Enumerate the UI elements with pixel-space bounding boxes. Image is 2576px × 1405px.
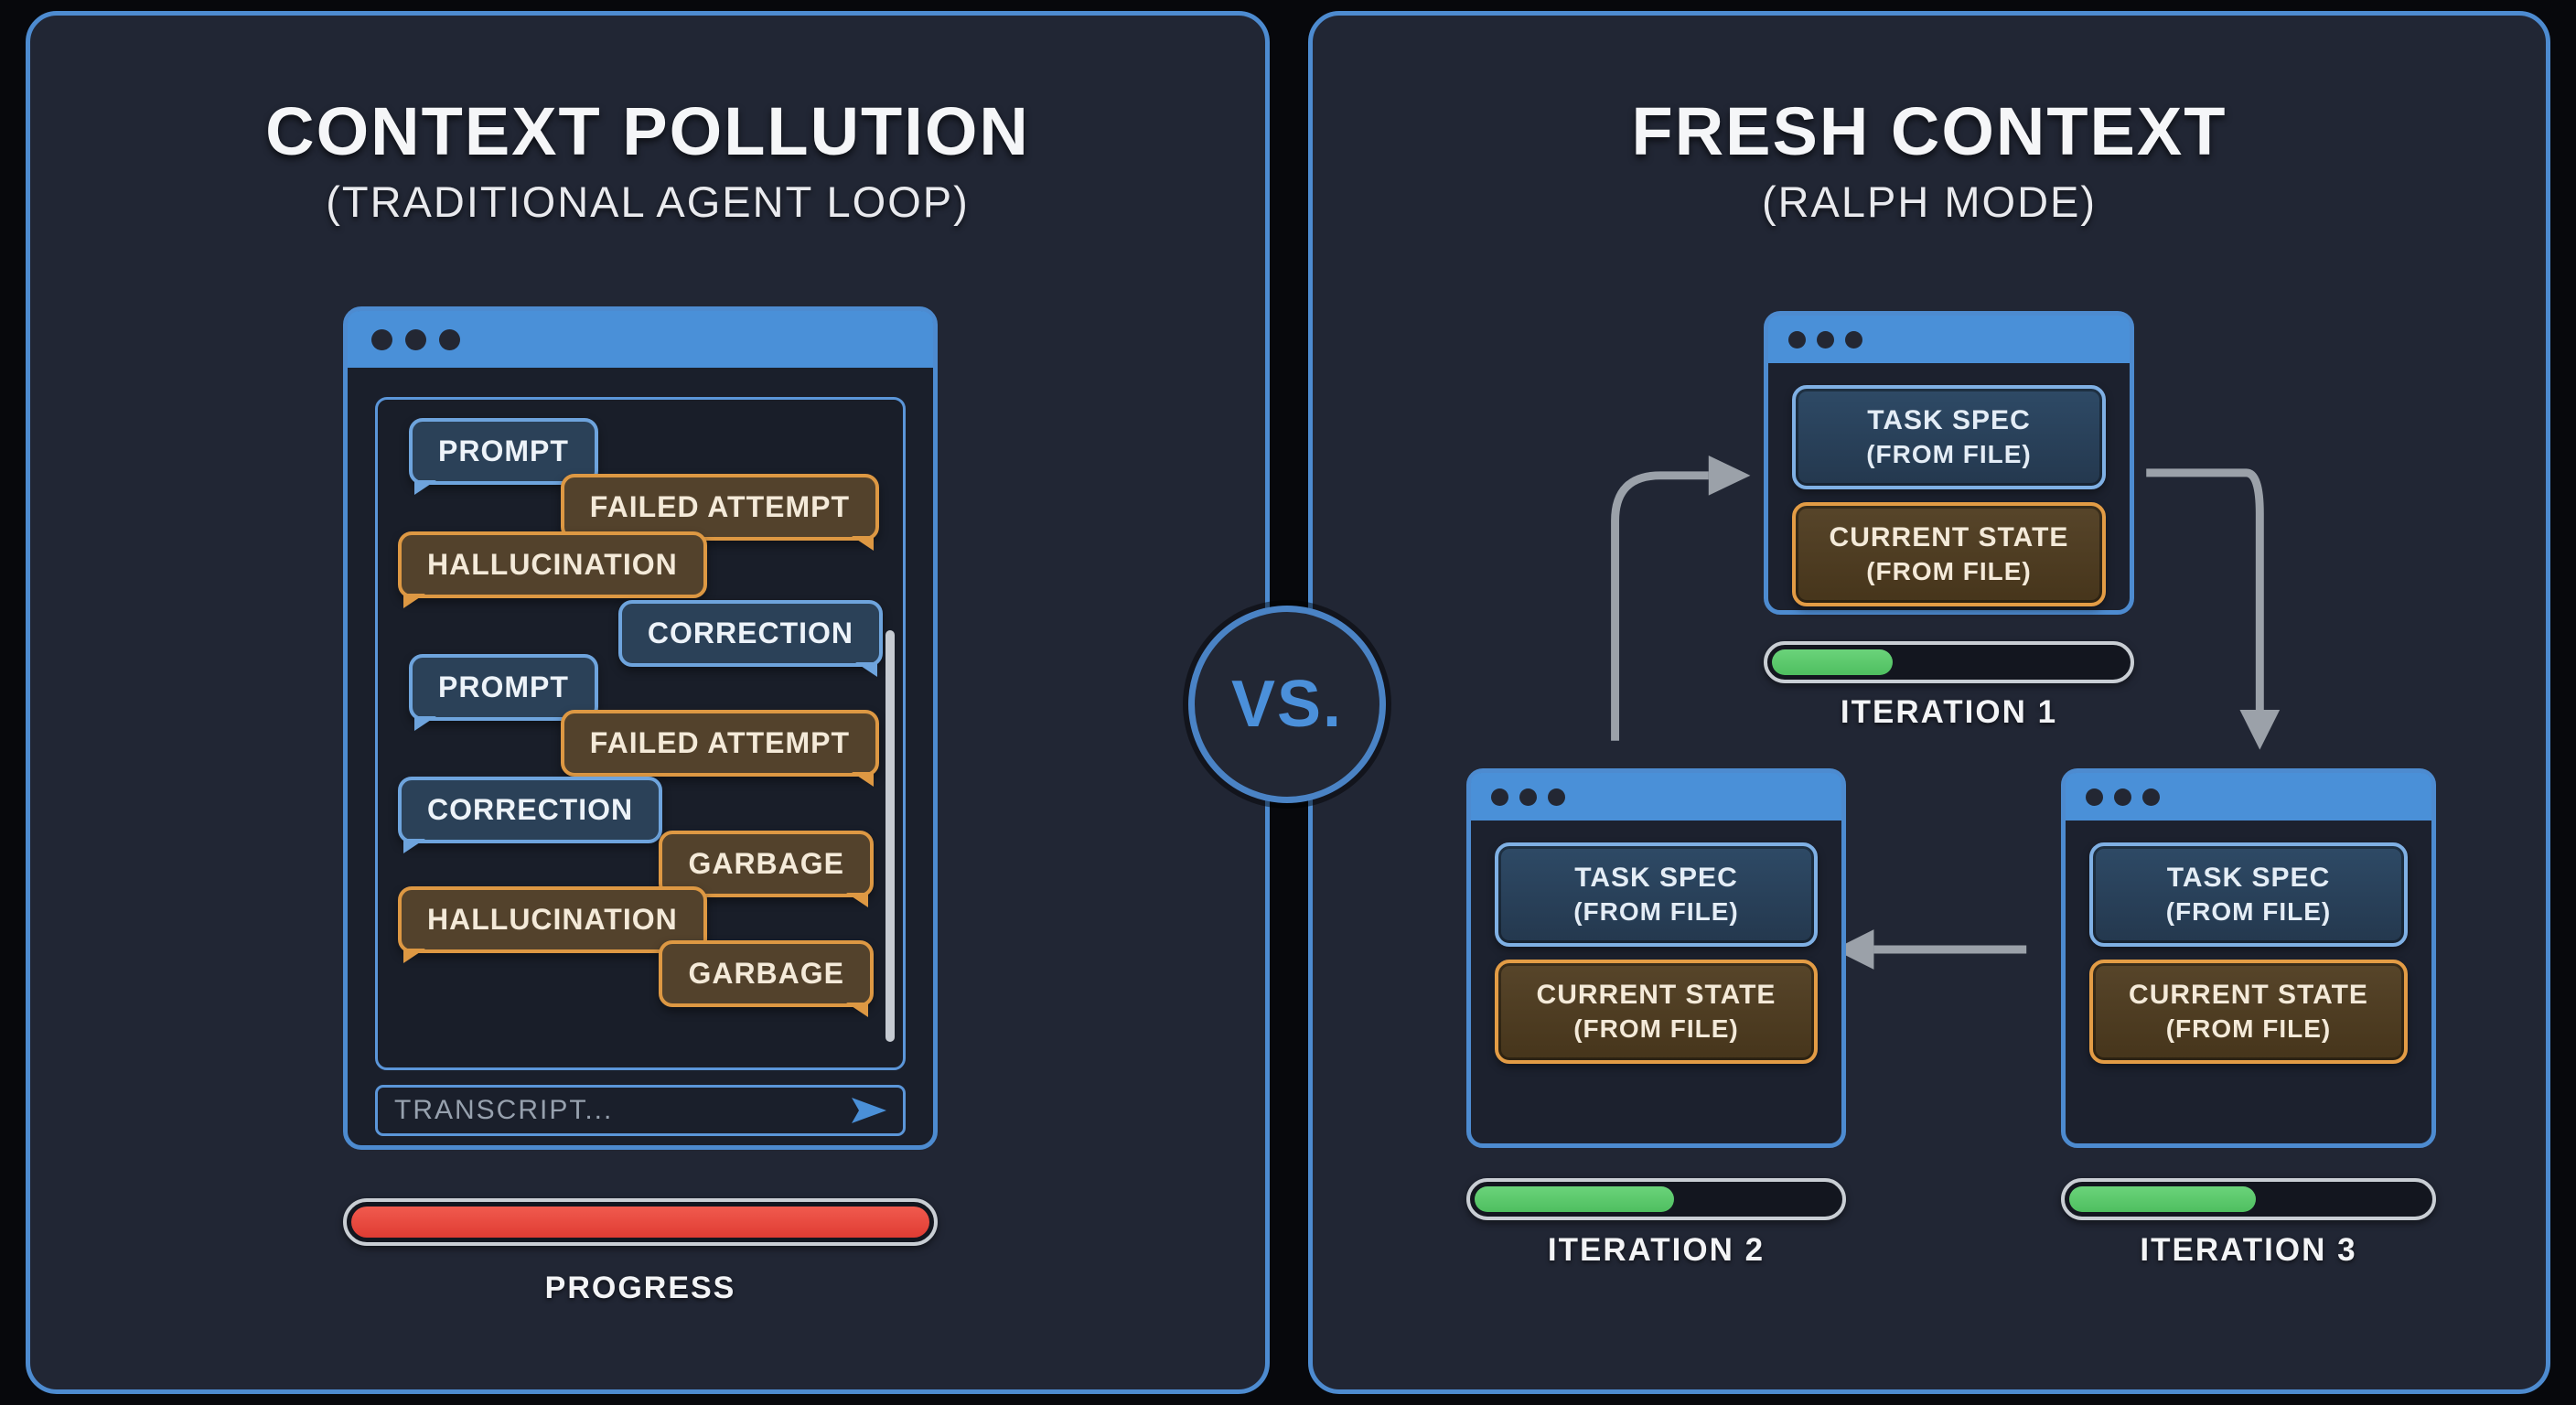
transcript-input[interactable] bbox=[394, 1095, 841, 1126]
iteration-3-window: TASK SPEC (FROM FILE) CURRENT STATE (FRO… bbox=[2061, 768, 2436, 1148]
window-dot-icon bbox=[1519, 788, 1537, 806]
message-bubble: HALLUCINATION bbox=[398, 886, 707, 953]
left-title: CONTEXT POLLUTION bbox=[265, 93, 1030, 169]
chat-window: PROMPT FAILED ATTEMPT HALLUCINATION CORR… bbox=[343, 306, 938, 1150]
current-state-box: CURRENT STATE (FROM FILE) bbox=[1495, 960, 1818, 1064]
arrowhead-down bbox=[2239, 709, 2281, 750]
progress-fill bbox=[1772, 649, 1893, 675]
window-dot-icon bbox=[1491, 788, 1508, 806]
current-state-line1: CURRENT STATE bbox=[2129, 980, 2368, 1011]
window-dot-icon bbox=[1817, 330, 1834, 349]
right-heading: FRESH CONTEXT (RALPH MODE) bbox=[1313, 96, 2546, 227]
vs-label: VS. bbox=[1230, 668, 1344, 741]
iteration-1-label: ITERATION 1 bbox=[1840, 694, 2058, 730]
pollution-progress-bar bbox=[343, 1198, 938, 1246]
task-spec-box: TASK SPEC (FROM FILE) bbox=[2089, 842, 2408, 947]
loop-arrow-right-down bbox=[2146, 468, 2264, 710]
message-bubble: PROMPT bbox=[409, 418, 598, 485]
current-state-line1: CURRENT STATE bbox=[1536, 980, 1776, 1011]
iteration-2-window: TASK SPEC (FROM FILE) CURRENT STATE (FRO… bbox=[1466, 768, 1846, 1148]
current-state-line2: (FROM FILE) bbox=[2165, 1014, 2332, 1044]
progress-fill bbox=[351, 1207, 929, 1238]
progress-fill bbox=[2069, 1186, 2256, 1212]
loop-arrow-up-right bbox=[1611, 471, 1709, 741]
chat-transcript-area: PROMPT FAILED ATTEMPT HALLUCINATION CORR… bbox=[375, 397, 906, 1070]
window-dot-icon bbox=[405, 328, 426, 350]
current-state-line2: (FROM FILE) bbox=[1866, 557, 2032, 586]
window-dot-icon bbox=[439, 328, 460, 350]
vs-badge: VS. bbox=[1188, 606, 1386, 803]
progress-label: PROGRESS bbox=[544, 1271, 736, 1305]
window-dot-icon bbox=[1845, 330, 1862, 349]
message-bubble: CORRECTION bbox=[617, 600, 883, 667]
task-spec-line2: (FROM FILE) bbox=[1573, 897, 1739, 927]
message-bubble: GARBAGE bbox=[659, 940, 874, 1007]
transcript-input-row bbox=[375, 1085, 906, 1136]
fresh-context-panel: FRESH CONTEXT (RALPH MODE) bbox=[1308, 11, 2550, 1394]
task-spec-line1: TASK SPEC bbox=[1574, 863, 1738, 894]
left-heading: CONTEXT POLLUTION (TRADITIONAL AGENT LOO… bbox=[30, 96, 1265, 227]
task-spec-line1: TASK SPEC bbox=[2166, 863, 2331, 894]
task-spec-box: TASK SPEC (FROM FILE) bbox=[1792, 385, 2106, 489]
task-spec-box: TASK SPEC (FROM FILE) bbox=[1495, 842, 1818, 947]
iteration-1-window: TASK SPEC (FROM FILE) CURRENT STATE (FRO… bbox=[1764, 311, 2134, 615]
message-bubble: FAILED ATTEMPT bbox=[560, 710, 879, 777]
current-state-box: CURRENT STATE (FROM FILE) bbox=[1792, 502, 2106, 606]
task-spec-line2: (FROM FILE) bbox=[2165, 897, 2332, 927]
message-bubble: CORRECTION bbox=[398, 777, 663, 843]
message-bubble: FAILED ATTEMPT bbox=[560, 474, 879, 541]
progress-fill bbox=[1475, 1186, 1675, 1212]
task-spec-line2: (FROM FILE) bbox=[1866, 440, 2032, 469]
iteration-1-progress-bar bbox=[1764, 641, 2134, 683]
current-state-line1: CURRENT STATE bbox=[1829, 522, 2069, 553]
window-titlebar bbox=[2066, 773, 2431, 820]
window-dot-icon bbox=[2142, 788, 2160, 806]
window-titlebar bbox=[348, 311, 933, 368]
task-spec-line1: TASK SPEC bbox=[1867, 405, 2031, 436]
window-dot-icon bbox=[371, 328, 392, 350]
window-dot-icon bbox=[1548, 788, 1565, 806]
iteration-2-progress-bar bbox=[1466, 1178, 1846, 1220]
window-dot-icon bbox=[1788, 330, 1806, 349]
scrollbar[interactable] bbox=[886, 630, 895, 1042]
window-titlebar bbox=[1768, 316, 2130, 363]
iteration-3-progress-bar bbox=[2061, 1178, 2436, 1220]
context-pollution-panel: CONTEXT POLLUTION (TRADITIONAL AGENT LOO… bbox=[26, 11, 1270, 1394]
left-subtitle: (TRADITIONAL AGENT LOOP) bbox=[326, 177, 970, 226]
window-dot-icon bbox=[2114, 788, 2131, 806]
iteration-3-label: ITERATION 3 bbox=[2140, 1232, 2357, 1268]
right-subtitle: (RALPH MODE) bbox=[1761, 177, 2098, 226]
window-dot-icon bbox=[2086, 788, 2103, 806]
send-icon[interactable] bbox=[852, 1098, 886, 1123]
current-state-line2: (FROM FILE) bbox=[1573, 1014, 1739, 1044]
message-bubble: HALLUCINATION bbox=[398, 531, 707, 598]
right-title: FRESH CONTEXT bbox=[1631, 93, 2227, 169]
current-state-box: CURRENT STATE (FROM FILE) bbox=[2089, 960, 2408, 1064]
window-titlebar bbox=[1471, 773, 1841, 820]
iteration-2-label: ITERATION 2 bbox=[1547, 1232, 1766, 1268]
message-bubble: PROMPT bbox=[409, 654, 598, 721]
arrowhead-right bbox=[1708, 456, 1751, 496]
